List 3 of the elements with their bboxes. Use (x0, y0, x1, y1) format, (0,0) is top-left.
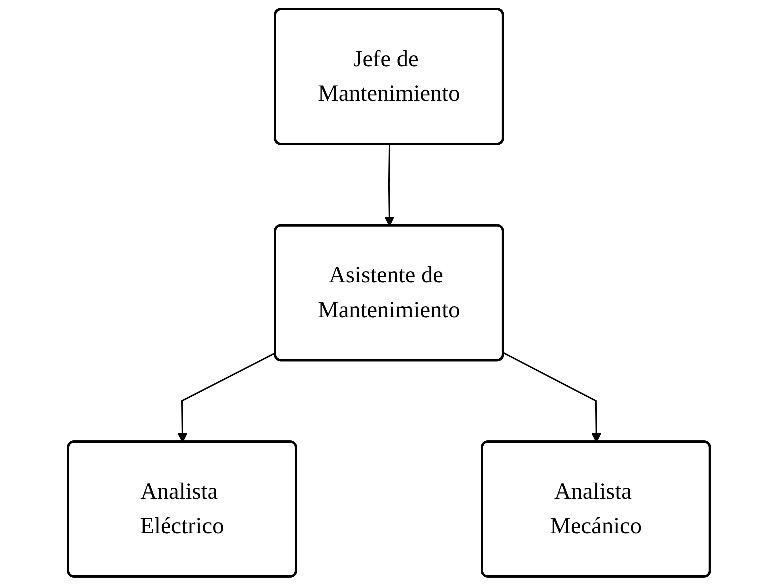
arrow (178, 352, 276, 443)
arrow (384, 144, 396, 227)
arrow (504, 352, 602, 443)
